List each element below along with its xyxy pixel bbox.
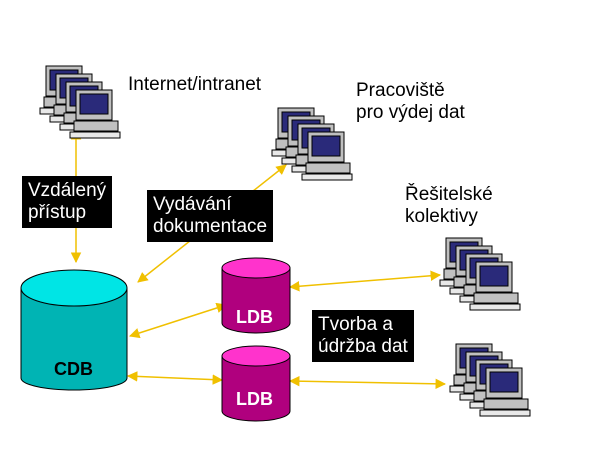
box-vydavani-line1: Vydávání bbox=[153, 194, 232, 215]
box-vydavani-dokumentace: Vydávání dokumentace bbox=[147, 190, 274, 242]
box-tvorba-line1: Tvorba a bbox=[318, 314, 393, 335]
label-pracoviste-line2: pro výdej dat bbox=[356, 102, 465, 123]
cdb-cylinder bbox=[20, 269, 128, 391]
box-tvorba-udrzba: Tvorba a údržba dat bbox=[312, 310, 414, 362]
label-pracoviste-line1: Pracoviště bbox=[356, 80, 445, 101]
box-vydavani-line2: dokumentace bbox=[153, 216, 268, 237]
label-internet: Internet/intranet bbox=[128, 74, 262, 95]
arrow-ldb-bottom-pc bbox=[288, 375, 447, 390]
computer-group-bottom bbox=[450, 344, 530, 416]
label-resitelske-line2: kolektivy bbox=[405, 206, 478, 227]
arrow-cdb-ldb-top bbox=[129, 302, 227, 339]
arrow-ldb-top-resitelske bbox=[288, 270, 442, 292]
computer-group-pracoviste bbox=[272, 108, 352, 180]
ldb-bottom-label: LDB bbox=[236, 389, 273, 409]
ldb-bottom-cylinder bbox=[221, 345, 291, 422]
label-resitelske: Řešitelské kolektivy bbox=[405, 184, 493, 228]
cdb-label: CDB bbox=[54, 359, 93, 379]
box-vzdaleny-line2: přístup bbox=[28, 202, 87, 223]
computer-group-resitelske bbox=[440, 238, 520, 310]
arrow-cdb-ldb-bottom bbox=[126, 371, 224, 385]
label-resitelske-line1: Řešitelské bbox=[405, 184, 493, 205]
box-tvorba-line2: údržba dat bbox=[318, 336, 408, 357]
box-vzdaleny-line1: Vzdálený bbox=[28, 180, 107, 201]
ldb-top-label: LDB bbox=[236, 307, 273, 327]
connector-arrows bbox=[70, 128, 447, 390]
box-vzdaleny-pristup: Vzdálený přístup bbox=[22, 176, 113, 228]
computer-group-internet bbox=[40, 66, 120, 138]
ldb-top-cylinder bbox=[221, 257, 291, 334]
label-pracoviste: Pracoviště pro výdej dat bbox=[356, 80, 465, 124]
